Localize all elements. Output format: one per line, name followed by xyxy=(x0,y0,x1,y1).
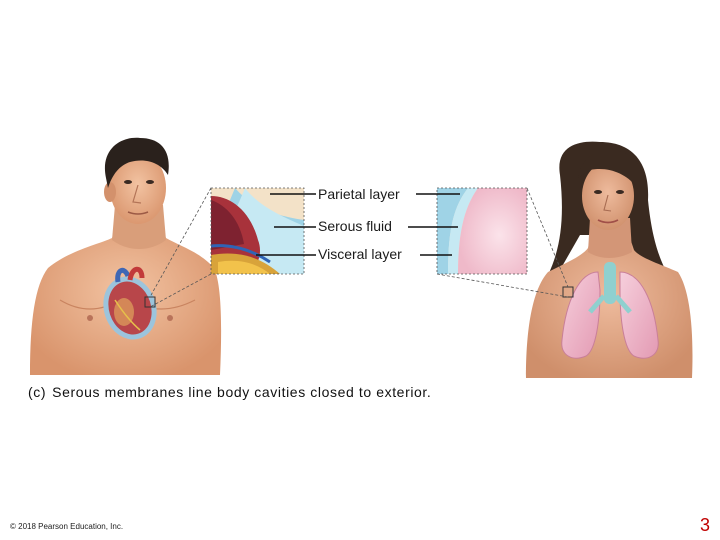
lung-inset xyxy=(437,188,527,274)
male-figure xyxy=(30,137,222,375)
leader-lines xyxy=(256,193,460,256)
page-number: 3 xyxy=(699,515,710,535)
heart-inset xyxy=(210,188,304,274)
copyright-notice: © 2018 Pearson Education, Inc. xyxy=(10,522,124,531)
female-figure xyxy=(526,141,693,378)
right-lung xyxy=(619,271,659,359)
caption-text: Serous membranes line body cavities clos… xyxy=(52,384,432,400)
figure-caption: (c) Serous membranes line body cavities c… xyxy=(28,384,431,400)
female-neck xyxy=(588,218,632,258)
male-head xyxy=(110,152,166,224)
male-zoom-box xyxy=(144,296,156,308)
label-visceral-layer: Visceral layer xyxy=(318,246,402,262)
trachea xyxy=(604,262,616,304)
label-serous-fluid: Serous fluid xyxy=(318,218,392,234)
label-parietal-layer: Parietal layer xyxy=(318,186,400,202)
left-lung xyxy=(561,271,601,359)
caption-tag: (c) xyxy=(28,384,47,400)
male-ear xyxy=(104,182,116,202)
male-hair xyxy=(104,137,169,188)
